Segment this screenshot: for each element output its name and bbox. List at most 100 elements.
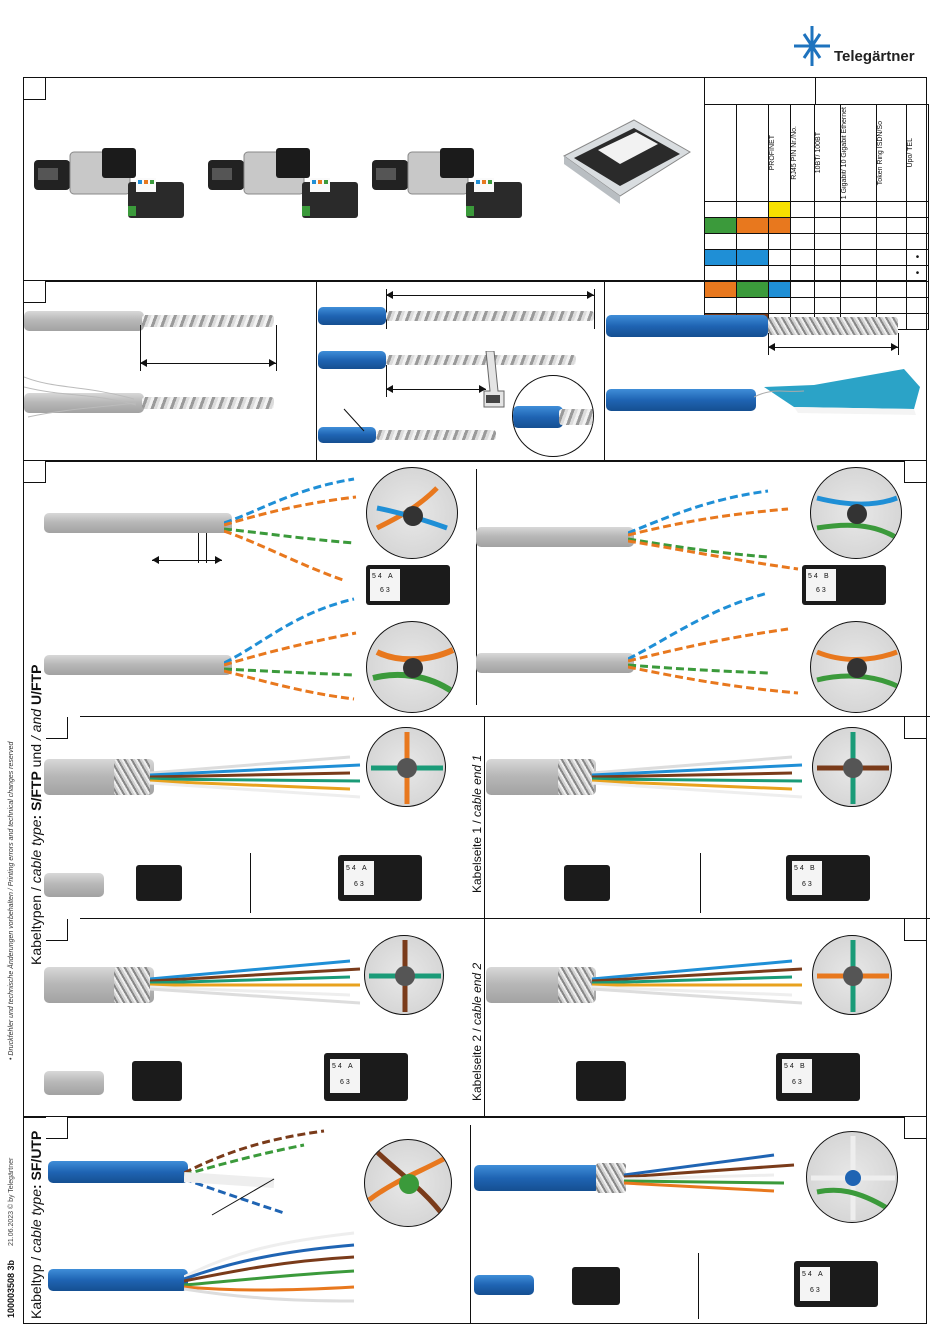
connector-photo-2 — [208, 148, 358, 218]
wires-end2-c — [592, 959, 803, 1005]
color-swatch-cell — [704, 249, 737, 267]
measure-arrow-2 — [386, 291, 594, 299]
module-label-63-g: 6 3 — [810, 1287, 820, 1294]
hood-end1-a — [136, 865, 182, 901]
grey-cable-uftp-2 — [476, 653, 634, 673]
color-table-cell — [814, 201, 841, 219]
cable-types-sftp-title: Kabeltypen / cable type: S/FTP und / and… — [28, 664, 44, 965]
pin-dot-cell — [906, 313, 929, 331]
twisted-pairs-1 — [224, 477, 357, 583]
header-profinet: PROFINET — [769, 135, 776, 171]
cable-end-2-label: Kabelseite 2 / cable end 2 — [470, 962, 484, 1101]
braid-sfutp-1 — [596, 1163, 626, 1193]
color-table-cell — [814, 233, 841, 251]
color-swatch-cell — [768, 249, 791, 267]
color-swatch-cell — [768, 265, 791, 283]
doc-date: 21.06.2023 © by Telegärtner — [8, 1157, 15, 1246]
foil-pairs-2 — [386, 355, 576, 365]
color-table-cell — [876, 217, 907, 235]
header-upo-tel: Upo/ TEL — [907, 138, 914, 168]
blue-cable-sfutp-3 — [474, 1165, 600, 1191]
color-table-cell — [840, 249, 877, 267]
color-swatch-cell — [768, 233, 791, 251]
module-label-63-c: 6 3 — [354, 881, 364, 888]
pin-dot-cell: • — [906, 249, 929, 267]
jack-module-4: 5 4 B 6 3 — [786, 855, 870, 901]
cable-end-1-label: Kabelseite 1 / cable end 1 — [470, 754, 484, 893]
color-swatch-cell — [768, 217, 791, 235]
color-swatch-cell — [768, 201, 791, 219]
detail-circle-3 — [810, 467, 902, 559]
blue-cable-sfutp-4 — [474, 1275, 534, 1295]
detail-circle-8 — [812, 935, 892, 1015]
twisted-pairs-2 — [224, 597, 357, 701]
color-swatch-cell — [704, 217, 737, 235]
module-label-a-e: A — [348, 1063, 353, 1070]
blue-cable-5 — [606, 389, 756, 411]
step-box-1 — [24, 78, 46, 100]
wires-end2-a — [150, 959, 361, 1005]
jack-module-5: 5 4 A 6 3 — [324, 1053, 408, 1101]
step-box-6b — [904, 1117, 926, 1139]
packaging-photo — [563, 119, 691, 204]
color-table-cell — [840, 233, 877, 251]
color-table-cell — [876, 249, 907, 267]
module-label-54-g: 5 4 — [802, 1271, 812, 1278]
foil-shield-2 — [142, 397, 274, 409]
header-token-ring: Token Ring ISDN/So — [877, 121, 884, 186]
color-swatch-cell — [704, 201, 737, 219]
step-box-3b — [904, 461, 926, 483]
pointer-line-1 — [343, 408, 365, 432]
pointer-line-2 — [211, 1178, 275, 1216]
brand-name: Telegärtner — [834, 48, 915, 65]
wires-sfutp-3 — [624, 1153, 795, 1193]
pin-dot-cell — [906, 233, 929, 251]
step-box-4b — [904, 717, 926, 739]
blue-cable-sfutp-1 — [48, 1161, 188, 1183]
color-swatch-cell — [736, 217, 769, 235]
doc-number: 100003508 3b — [6, 1259, 16, 1318]
disclaimer-text: • Druckfehler und technische Änderungen … — [8, 741, 15, 1060]
module-label-54-e: 5 4 — [332, 1063, 342, 1070]
header-rj45-pin: RJ45 PIN Nr./No. — [791, 126, 798, 180]
module-label-54-d: 5 4 — [794, 865, 804, 872]
color-swatch-cell — [736, 265, 769, 283]
detail-circle-1 — [366, 467, 458, 559]
jack-module-6: 5 4 B 6 3 — [776, 1053, 860, 1101]
jack-module-2: 5 4 B 6 3 — [802, 565, 886, 605]
brand-logo: Telegärtner — [790, 24, 940, 74]
module-label-b-d: B — [810, 865, 815, 872]
twisted-pairs-4 — [628, 591, 799, 695]
color-table-cell — [840, 217, 877, 235]
detail-circle-9 — [364, 1139, 452, 1227]
braid-end2-c — [558, 967, 594, 1003]
header-10bt-100bt: 10BT/ 100BT — [815, 132, 822, 174]
detail-circle-tape — [512, 375, 594, 457]
telegaertner-logo-icon — [794, 26, 830, 66]
step-box-6 — [46, 1117, 68, 1139]
color-table-cell — [790, 217, 815, 235]
foil-peel-1 — [754, 369, 920, 415]
wires-end1-a — [150, 755, 361, 799]
twisted-pairs-3 — [628, 489, 799, 571]
color-table-cell — [790, 233, 815, 251]
foil-pairs-3 — [376, 430, 496, 440]
blue-cable-4 — [606, 315, 768, 337]
detail-circle-2 — [366, 621, 458, 713]
connector-photo-1 — [34, 148, 184, 218]
hood-sfutp-1 — [572, 1267, 620, 1305]
color-table-cell — [790, 249, 815, 267]
color-table-cell — [814, 217, 841, 235]
detail-circle-6 — [812, 727, 892, 807]
grey-cable-end2-b — [44, 1071, 104, 1095]
grey-cable-sftp-2 — [476, 527, 634, 547]
braid-end2-a — [114, 967, 150, 1003]
grey-cable-end1-b — [44, 873, 104, 897]
pin-dot-cell — [906, 201, 929, 219]
module-label-54-f: 5 4 — [784, 1063, 794, 1070]
detail-circle-4 — [810, 621, 902, 713]
measure-arrow-1 — [140, 359, 276, 367]
foil-pairs-1 — [386, 311, 594, 321]
section-sfutp: Kabeltyp / cable type: SF/UTP 5 4 A — [23, 1116, 927, 1324]
module-label-a: A — [388, 573, 393, 580]
